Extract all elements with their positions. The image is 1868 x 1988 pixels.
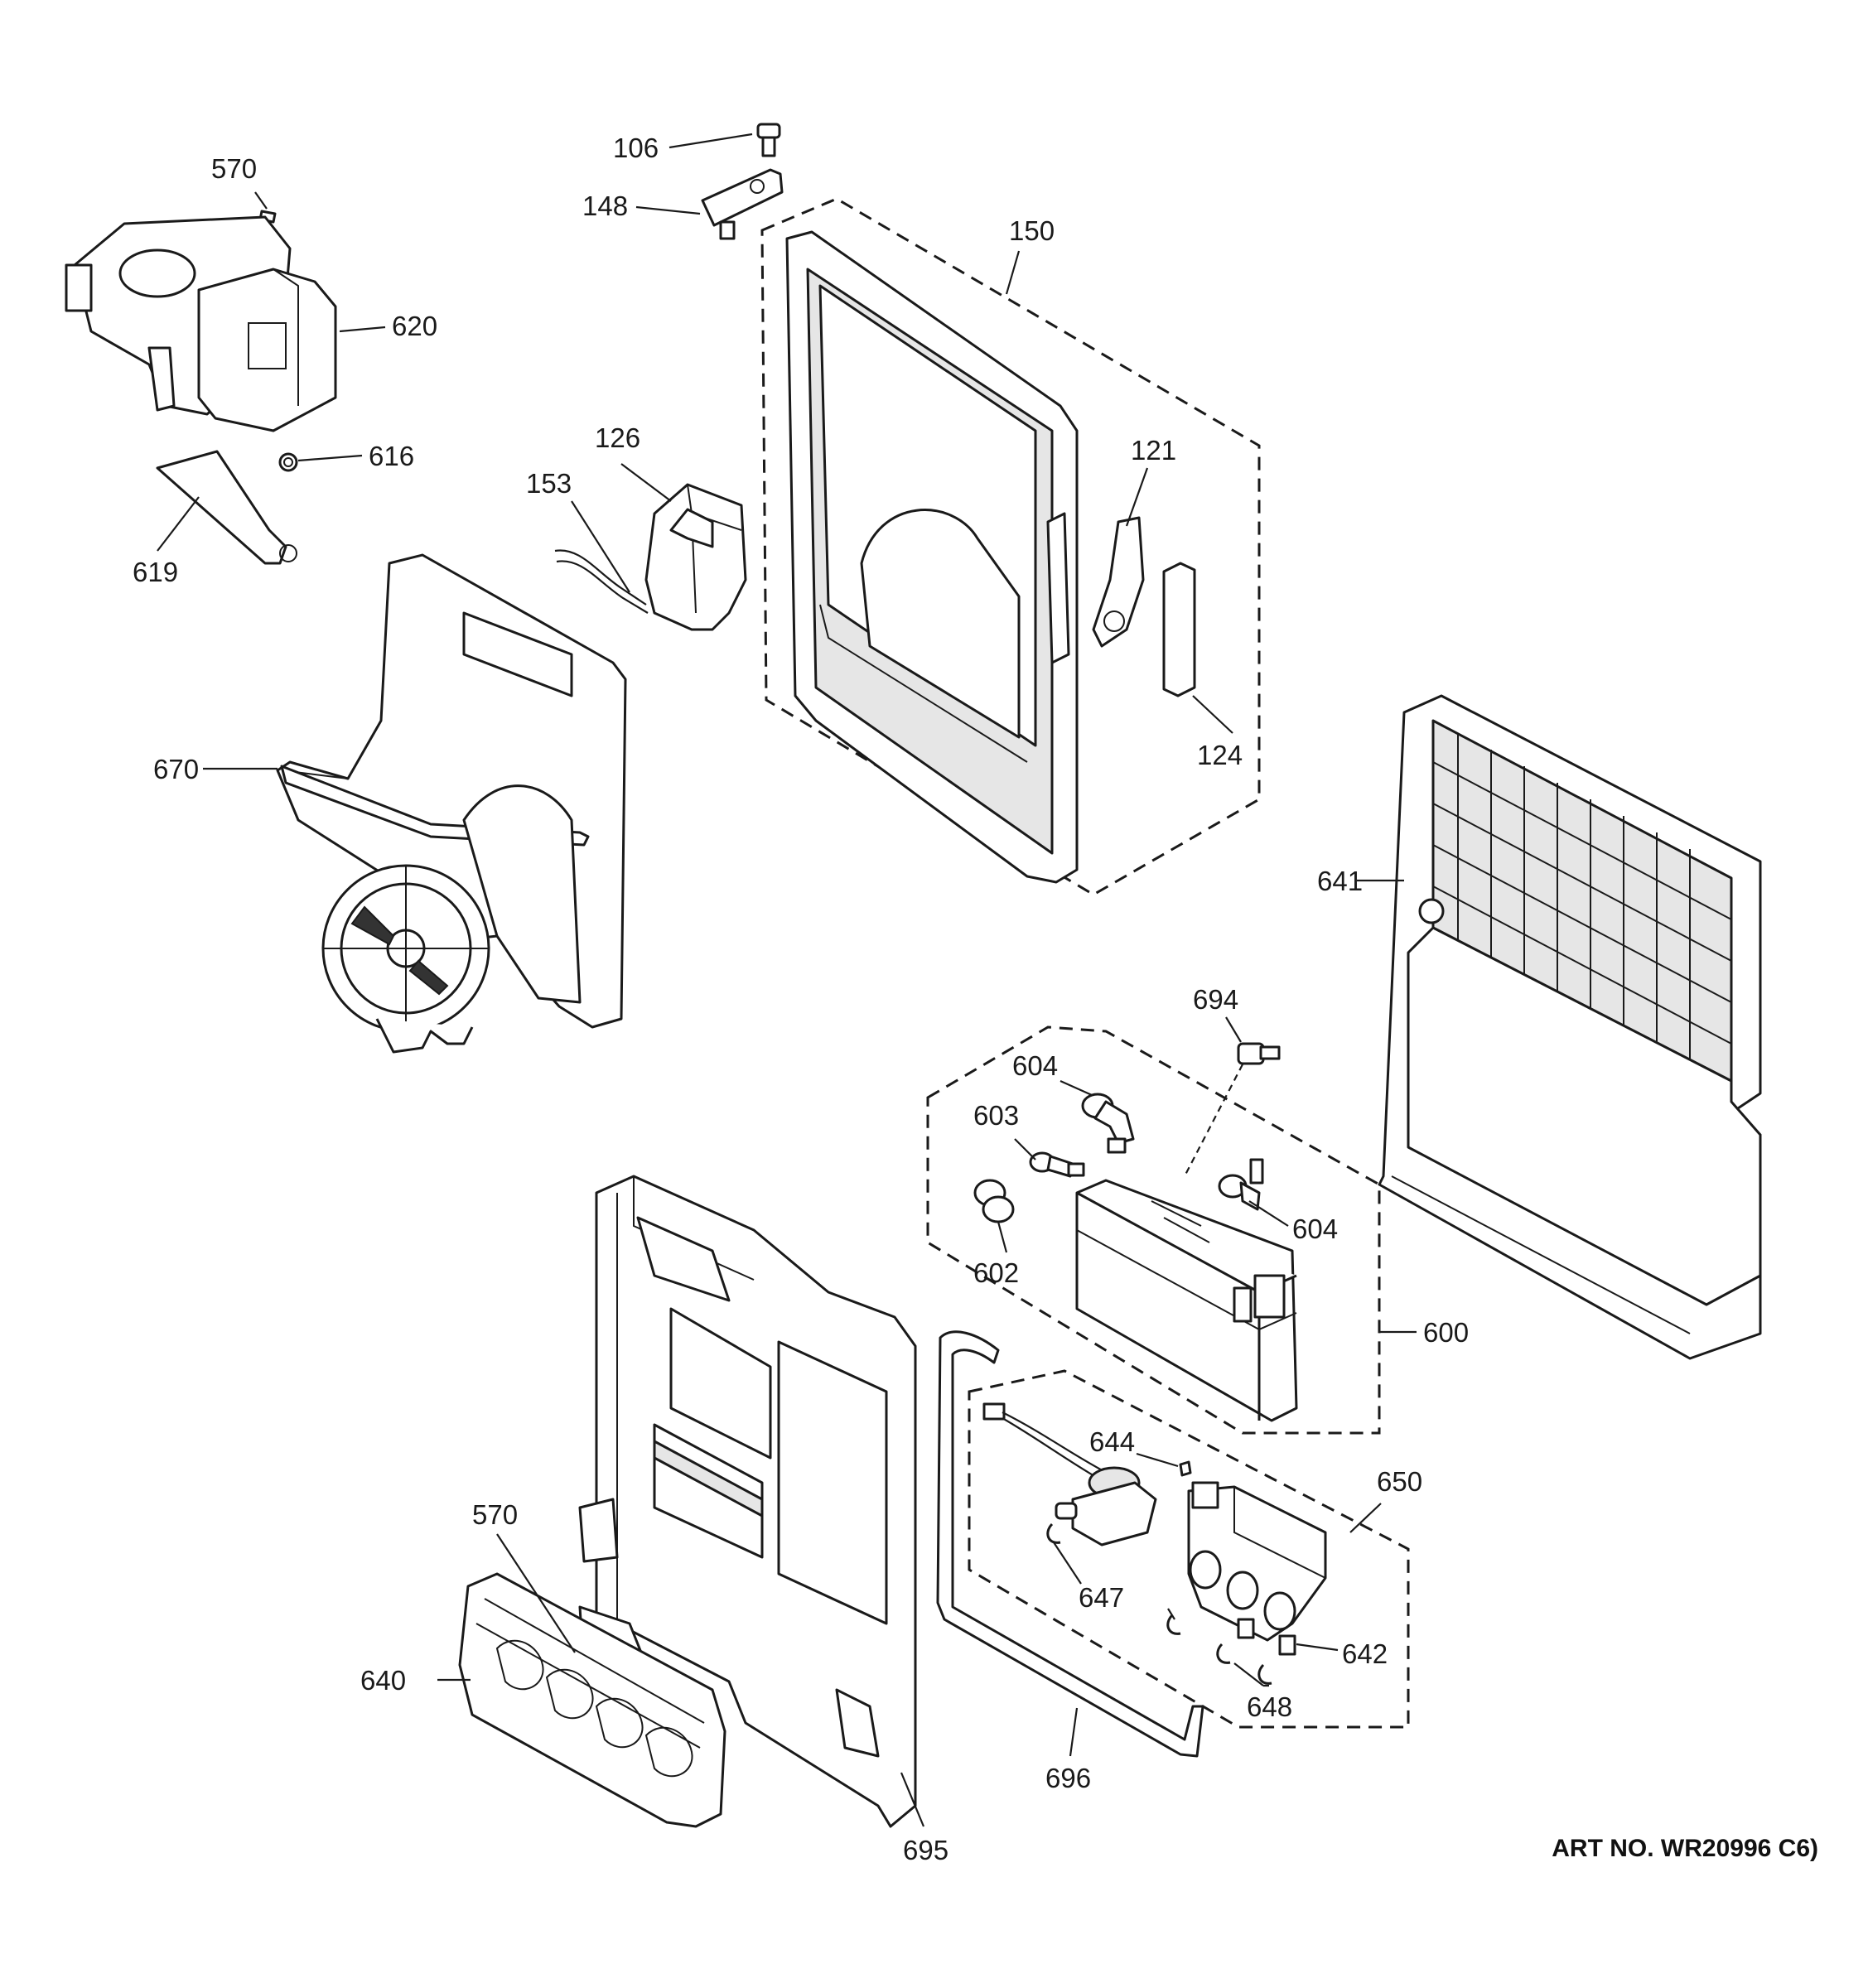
part-641-grille-panel	[1378, 694, 1762, 1360]
callout-570-top: 570	[211, 153, 257, 184]
callout-648: 648	[1247, 1691, 1292, 1722]
callout-616: 616	[369, 441, 414, 471]
callout-604-upper: 604	[1012, 1050, 1058, 1081]
part-670-ice-bucket	[276, 553, 627, 1054]
part-124-strip	[1162, 562, 1196, 697]
part-644-screw	[1179, 1460, 1192, 1477]
part-647-clip	[1046, 1522, 1181, 1635]
callout-642: 642	[1342, 1638, 1388, 1669]
callout-695: 695	[903, 1835, 948, 1865]
part-150-door-assembly	[760, 197, 1261, 896]
callout-124: 124	[1197, 740, 1243, 770]
callout-644: 644	[1089, 1426, 1135, 1457]
part-695-dispenser-housing	[578, 1175, 917, 1828]
part-604-elbow-upper	[1081, 1093, 1135, 1154]
part-640-ice-tray	[458, 1572, 726, 1828]
part-604-elbow-lower	[1218, 1158, 1264, 1211]
callout-106: 106	[613, 133, 659, 163]
callout-126: 126	[595, 422, 640, 453]
callout-619: 619	[133, 557, 178, 587]
part-616-spring	[278, 452, 298, 472]
callout-148: 148	[582, 191, 628, 221]
part-126-housing	[644, 483, 747, 631]
part-602-coupling	[973, 1179, 1015, 1223]
part-696-tube	[936, 1330, 1204, 1758]
callout-641: 641	[1317, 866, 1363, 896]
callout-620: 620	[392, 311, 437, 341]
callout-640: 640	[360, 1665, 406, 1696]
callout-602: 602	[973, 1257, 1019, 1288]
art-number: ART NO. WR20996 C6)	[1552, 1835, 1818, 1862]
callout-labels: 106 148 150 570 620 616 619 126 153 121 …	[133, 133, 1469, 1865]
grille-lines	[1432, 733, 1732, 1060]
callout-650: 650	[1377, 1466, 1422, 1497]
part-153-rod	[554, 549, 649, 614]
callout-670: 670	[153, 754, 199, 784]
part-650-water-valve-assembly	[968, 1369, 1410, 1729]
callout-150: 150	[1009, 215, 1055, 246]
part-648-clip	[1216, 1643, 1272, 1685]
callout-694: 694	[1193, 984, 1238, 1015]
part-620-auger-motor	[65, 215, 337, 432]
callout-121: 121	[1131, 435, 1176, 466]
part-121-latch	[1092, 516, 1145, 648]
part-619-paddle	[156, 450, 297, 565]
part-148-bracket	[701, 168, 784, 240]
leader-lines	[157, 133, 1417, 1827]
part-600-water-tank-assembly	[926, 1025, 1381, 1435]
callout-153: 153	[526, 468, 572, 499]
callout-604-lower: 604	[1292, 1214, 1338, 1244]
callout-600: 600	[1423, 1317, 1469, 1348]
part-603-fitting	[1029, 1151, 1085, 1178]
callout-603: 603	[973, 1100, 1019, 1131]
callout-570-bottom: 570	[472, 1499, 518, 1530]
callout-647: 647	[1079, 1582, 1124, 1613]
part-106-screw	[756, 123, 781, 157]
part-694-fitting	[1184, 1042, 1281, 1177]
callout-696: 696	[1045, 1763, 1091, 1793]
